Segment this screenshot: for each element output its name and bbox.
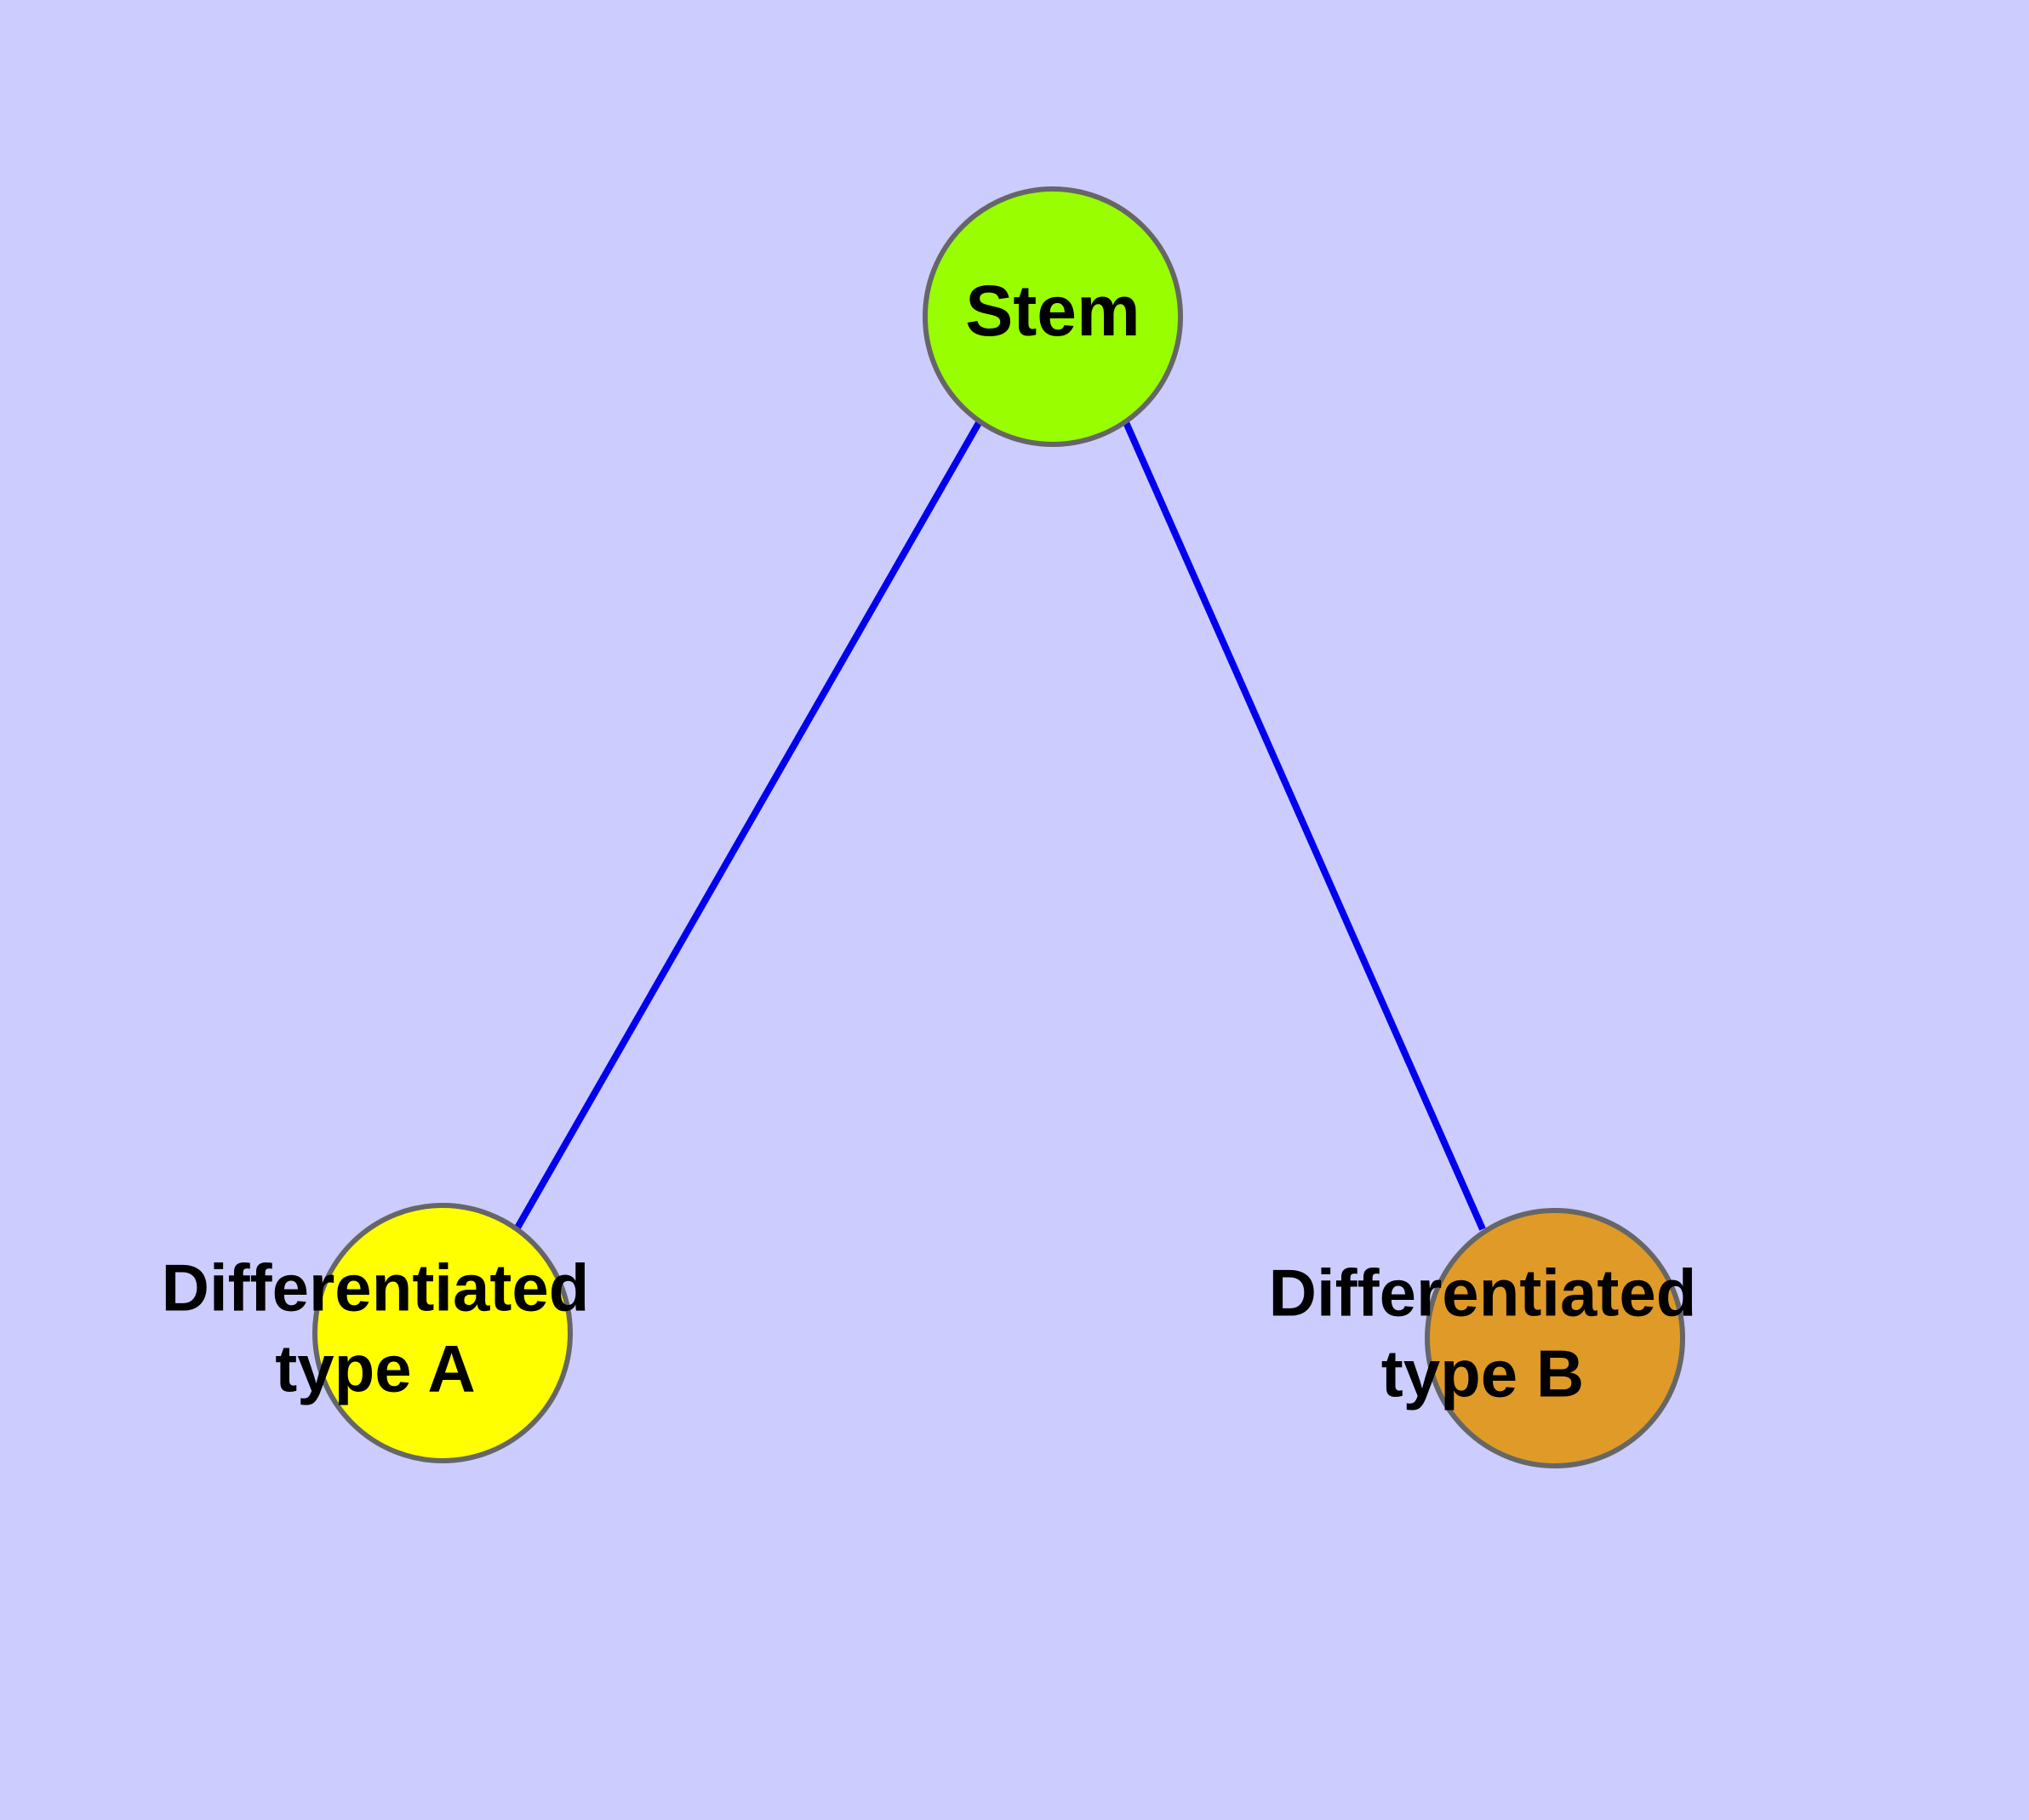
edges-group <box>513 419 1486 1231</box>
nodes-group <box>312 186 1685 1468</box>
node-label-line: Differentiated <box>162 1250 590 1325</box>
graph-edge-stem-to-diff-a[interactable] <box>513 420 983 1231</box>
graph-node-diff_a[interactable] <box>312 1203 573 1463</box>
node-label-stem: Stem <box>965 271 1140 351</box>
node-label-line: type B <box>1381 1336 1584 1411</box>
node-label-line: type A <box>275 1331 476 1405</box>
node-label-line: Differentiated <box>1269 1255 1697 1330</box>
node-label-line: Stem <box>965 271 1140 351</box>
graph-node-diff_b[interactable] <box>1425 1208 1685 1468</box>
graph-node-stem[interactable] <box>923 186 1183 447</box>
graph-edge-stem-to-diff-b[interactable] <box>1122 419 1486 1231</box>
